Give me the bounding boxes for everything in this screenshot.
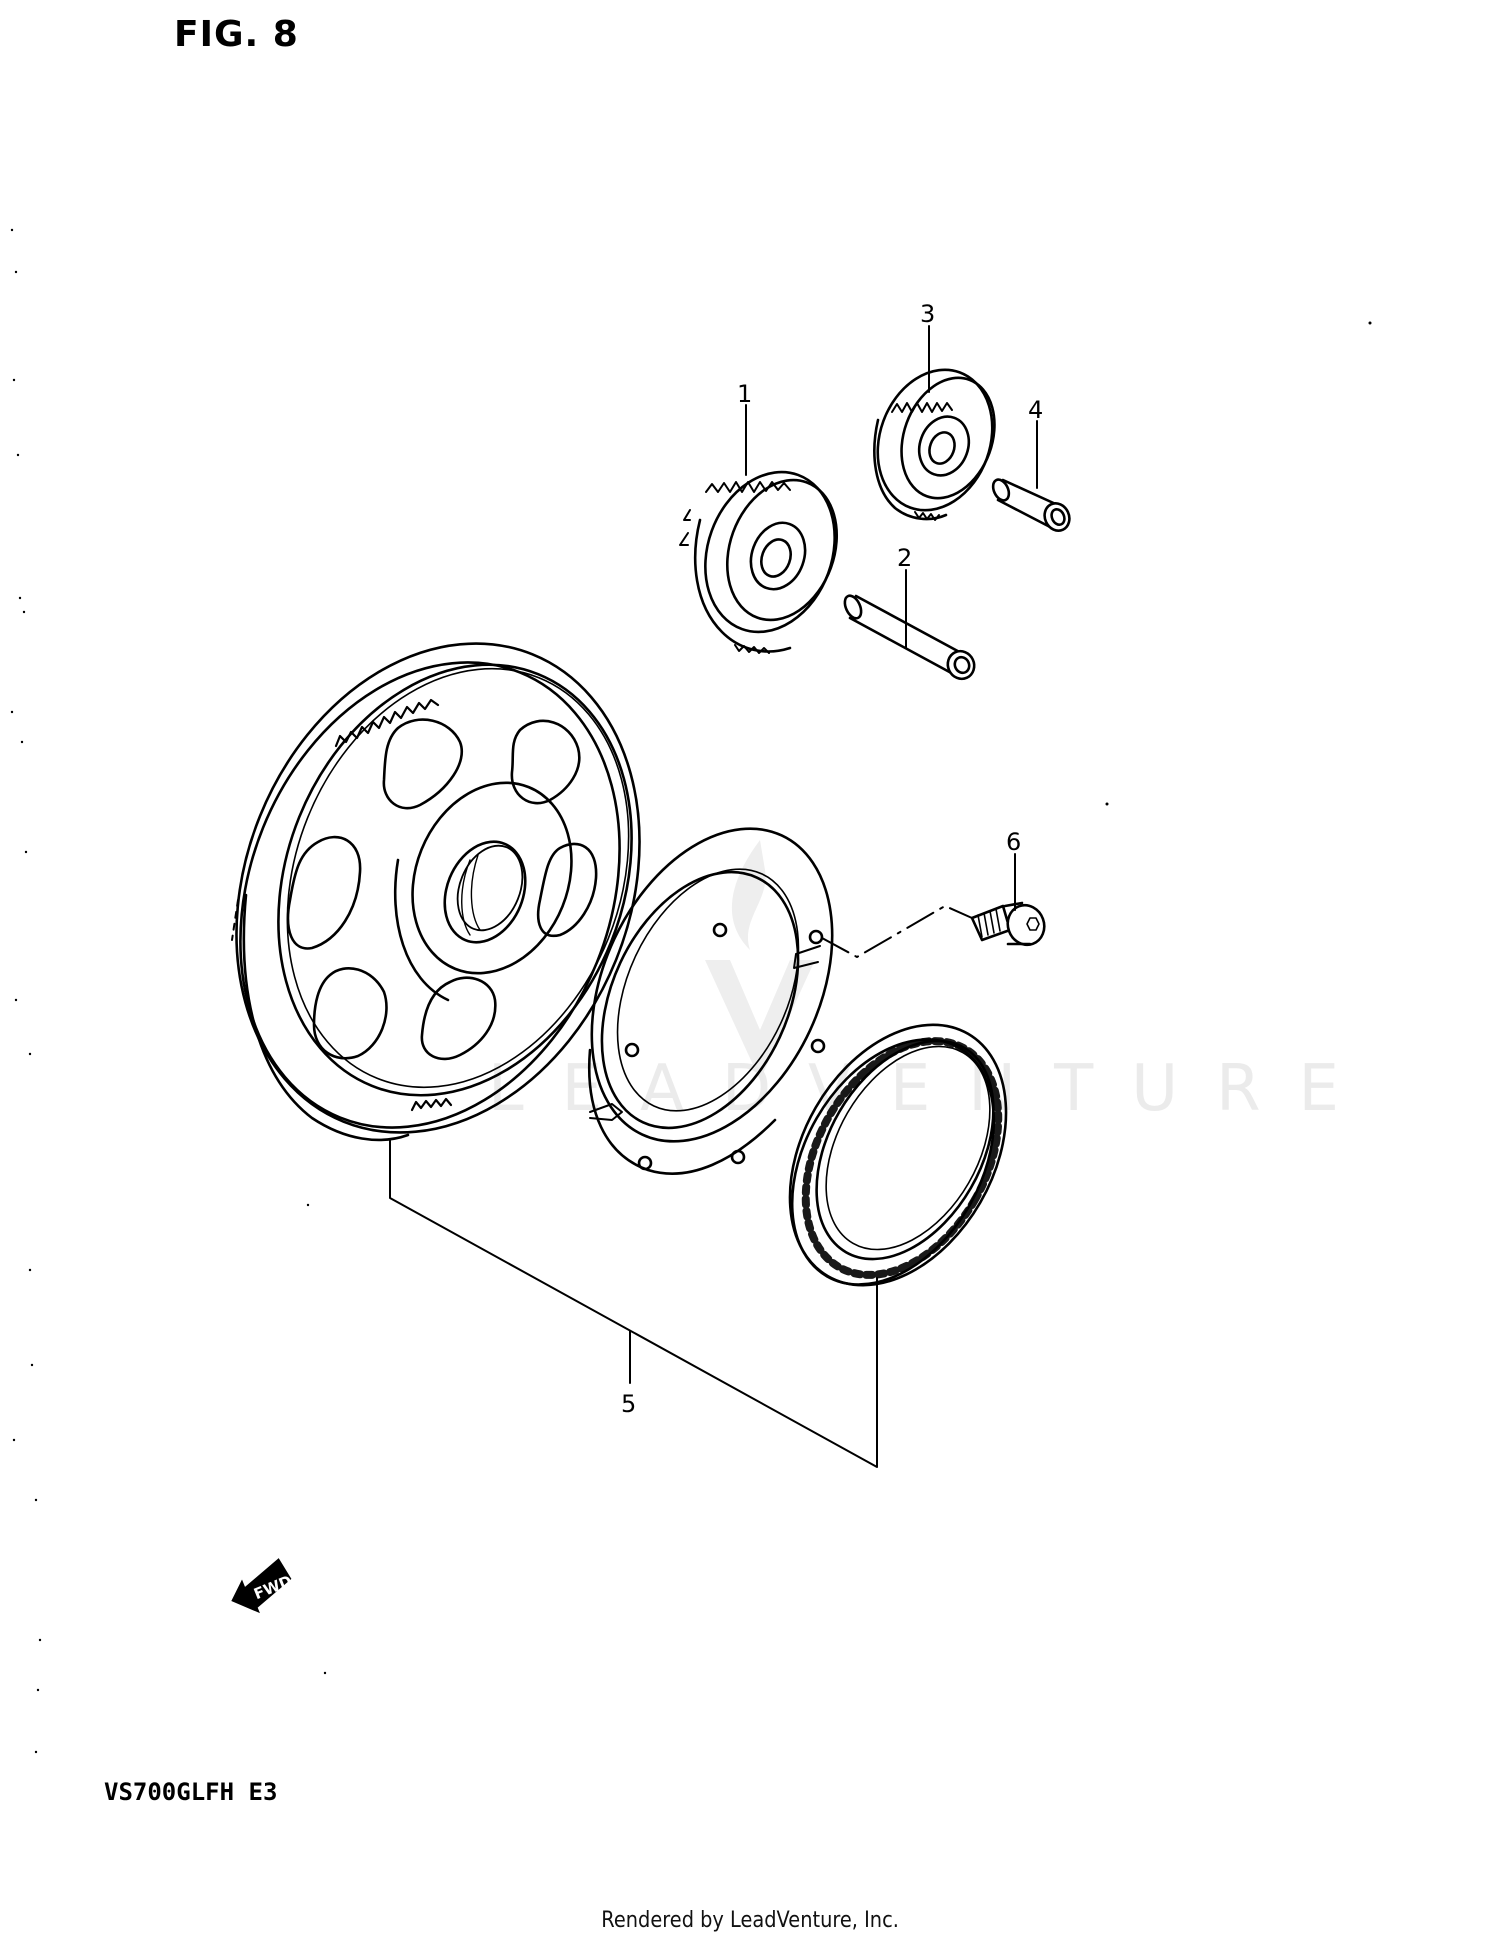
callout-3[interactable]: 3 [920,300,935,328]
callout-6[interactable]: 6 [1006,828,1021,856]
fwd-direction-arrow: FWD [231,1558,294,1614]
part-5-driven-gear[interactable] [166,582,711,1193]
leader-bolt-path [821,905,973,958]
leader-lines [231,325,1038,1468]
part-4-shaft[interactable] [990,477,1074,535]
scan-specks [10,228,1372,1754]
footer-credit: Rendered by LeadVenture, Inc. [0,1908,1500,1933]
part-1-idle-gear[interactable] [679,454,856,654]
part-6-bolt[interactable] [970,900,1050,950]
part-2-shaft[interactable] [842,593,979,683]
callout-5[interactable]: 5 [621,1390,636,1418]
watermark: LEADVENTURE [488,840,1339,1126]
part-3-idle-gear[interactable] [859,354,1012,527]
callout-labels: 1 3 4 2 6 5 [621,300,1043,1418]
callout-1[interactable]: 1 [737,380,752,408]
model-code: VS700GLFH E3 [104,1778,278,1806]
part-5-clutch-housing[interactable] [544,790,879,1180]
callout-4[interactable]: 4 [1028,396,1043,424]
callout-2[interactable]: 2 [897,544,912,572]
footer-text: Rendered by LeadVenture, Inc. [601,1908,899,1933]
part-5-one-way-clutch[interactable] [746,986,1051,1323]
figure-title: FIG. 8 [174,14,299,55]
leader-5-bracket [389,1139,878,1468]
